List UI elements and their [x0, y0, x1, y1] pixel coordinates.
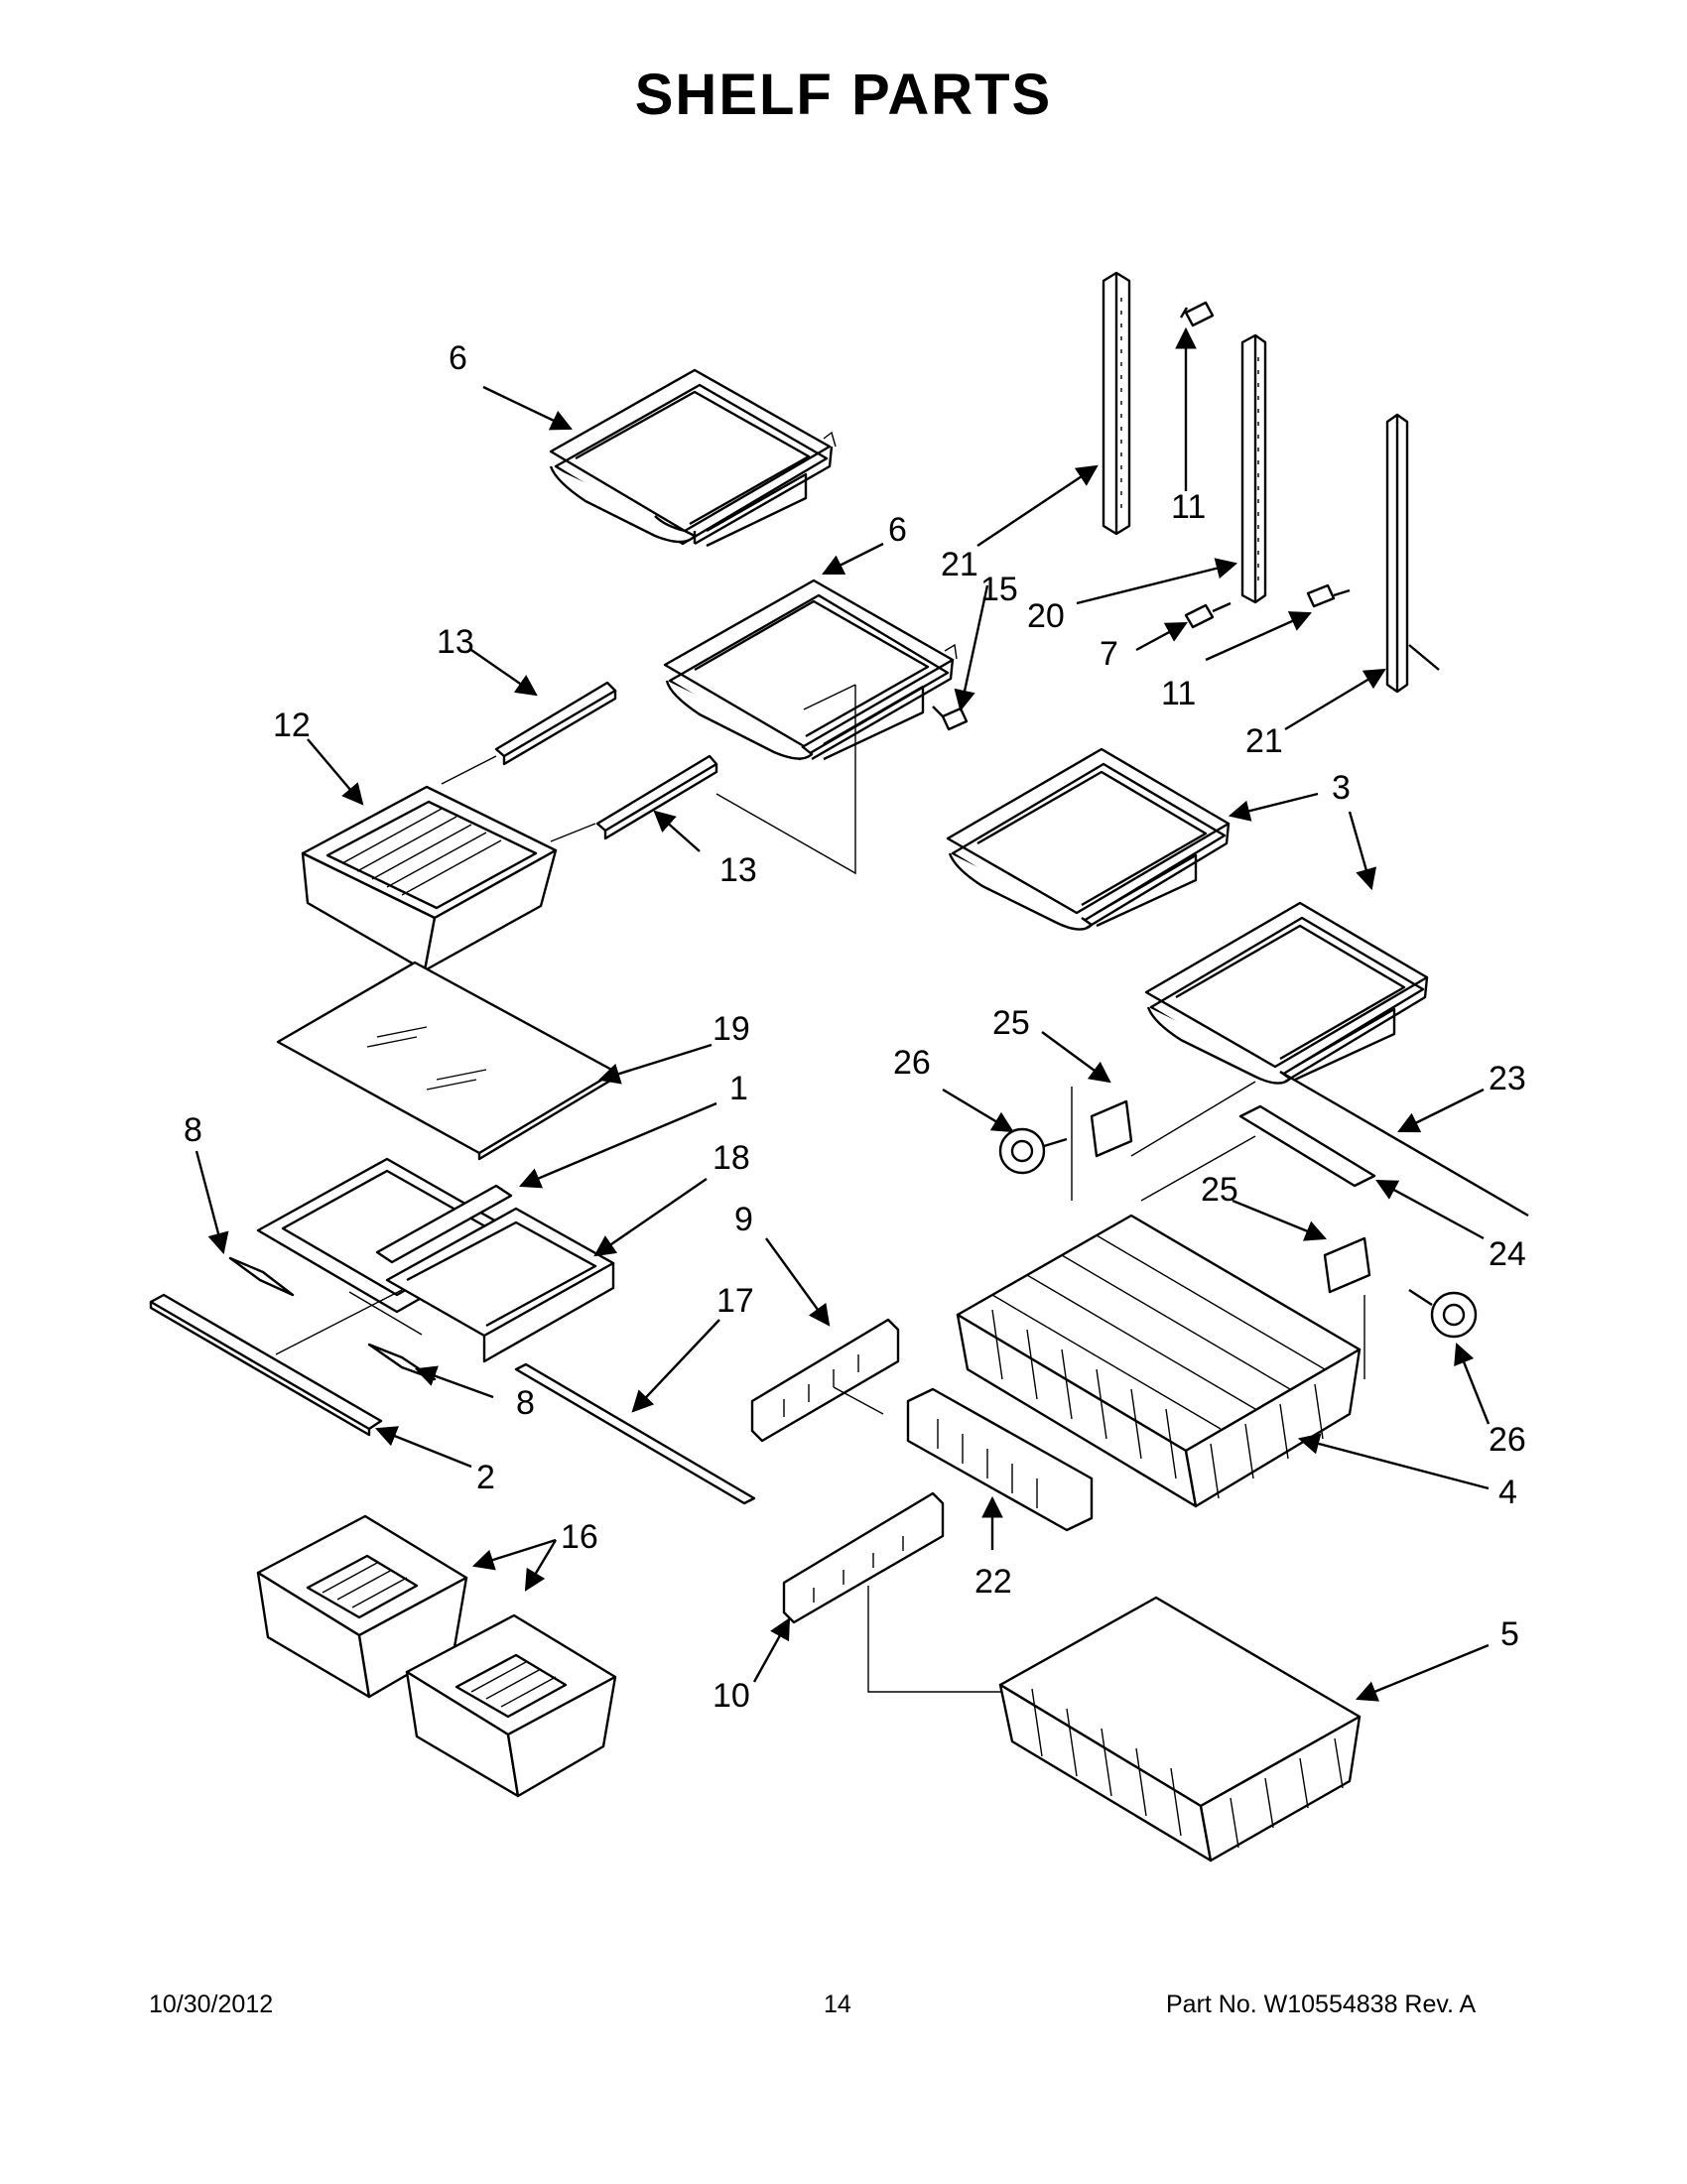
callout-10: 10 [713, 1677, 750, 1715]
gear-guide-lines [1071, 1081, 1365, 1379]
callout-26: 26 [893, 1044, 931, 1082]
crisper-bin-part-16-right [405, 1613, 617, 1798]
rod-part-23 [1279, 1070, 1529, 1218]
bracket-part-25-lower [1323, 1236, 1371, 1294]
footer-page-number: 14 [824, 1991, 851, 2018]
callout-9: 9 [734, 1201, 753, 1238]
callout-6: 6 [449, 339, 467, 377]
divider-part-10 [782, 1491, 945, 1624]
drawer-slide-part-8-left [228, 1256, 295, 1297]
callout-13: 13 [719, 851, 757, 889]
gear-part-26-right [1408, 1288, 1478, 1339]
shelf-rail-21-right [1385, 413, 1440, 694]
pantry-drawer-part-18 [385, 1207, 615, 1363]
screw-part-7 [1184, 601, 1232, 629]
slide-rail-part-13-lower [595, 754, 718, 840]
callout-13: 13 [437, 623, 474, 661]
shelf-rail-21-left [1102, 271, 1131, 536]
shelf-part-3-lower [1144, 901, 1429, 1085]
callout-23: 23 [1489, 1060, 1526, 1097]
divider-guide-lines [833, 1386, 1002, 1693]
callout-20: 20 [1027, 597, 1065, 635]
deli-drawer-part-12 [301, 785, 558, 972]
callout-21: 21 [1245, 722, 1283, 760]
callout-15: 15 [980, 571, 1018, 608]
callout-11: 11 [1171, 488, 1206, 526]
drawer-cover-part-2 [149, 1293, 383, 1437]
callout-3: 3 [1332, 769, 1351, 807]
callout-4: 4 [1498, 1474, 1517, 1511]
callout-8: 8 [184, 1111, 202, 1149]
footer-part-number: Part No. W10554838 Rev. A [1166, 1991, 1477, 2018]
shelf-part-6-upper [549, 368, 837, 548]
callout-22: 22 [974, 1563, 1012, 1601]
screw-part-11-upper [1179, 301, 1215, 327]
callout-12: 12 [273, 707, 311, 744]
gear-part-26-left [998, 1127, 1068, 1175]
glass-shelf-part-19 [276, 961, 617, 1161]
callout-11: 11 [1161, 675, 1196, 712]
screw-part-15 [932, 706, 969, 731]
callout-7: 7 [1100, 635, 1118, 673]
bracket-part-25-upper [1090, 1099, 1133, 1158]
drawer-guide-lines [275, 1289, 423, 1355]
callout-16: 16 [561, 1518, 598, 1556]
slide-rail-part-13-upper [494, 681, 617, 766]
drawer-slide-part-8-right [367, 1343, 437, 1381]
callout-26: 26 [1489, 1421, 1526, 1459]
footer-date: 10/30/2012 [149, 1991, 274, 2018]
callout-19: 19 [713, 1010, 750, 1048]
callout-2: 2 [476, 1459, 495, 1496]
callout-24: 24 [1489, 1235, 1526, 1273]
callout-1: 1 [729, 1070, 748, 1107]
shelf-rail-20 [1240, 333, 1267, 604]
crisper-bin-part-16-left [256, 1514, 468, 1699]
callout-5: 5 [1500, 1615, 1519, 1653]
shelf-part-3-upper [946, 747, 1231, 931]
callout-18: 18 [713, 1139, 750, 1177]
divider-part-9 [750, 1318, 900, 1443]
callout-6: 6 [888, 511, 907, 549]
freezer-basket-part-5 [998, 1596, 1362, 1863]
rail-guide-lines [441, 684, 856, 875]
screw-part-11-lower [1306, 583, 1351, 608]
callout-leaders [195, 326, 1491, 1702]
callout-25: 25 [992, 1004, 1030, 1042]
shelf-part-6-middle [663, 578, 958, 761]
freezer-basket-part-4 [956, 1214, 1362, 1508]
callout-8: 8 [516, 1384, 535, 1422]
page-title: SHELF PARTS [634, 63, 1053, 127]
callout-17: 17 [716, 1282, 754, 1320]
slide-bar-part-17 [514, 1362, 756, 1505]
divider-part-22 [906, 1387, 1094, 1532]
shaft-part-24 [1238, 1104, 1376, 1188]
callout-labels: 6 6 11 21 15 20 7 11 21 13 12 13 3 19 1 … [184, 339, 1526, 1715]
callout-25: 25 [1201, 1171, 1238, 1209]
callout-21: 21 [941, 546, 978, 583]
